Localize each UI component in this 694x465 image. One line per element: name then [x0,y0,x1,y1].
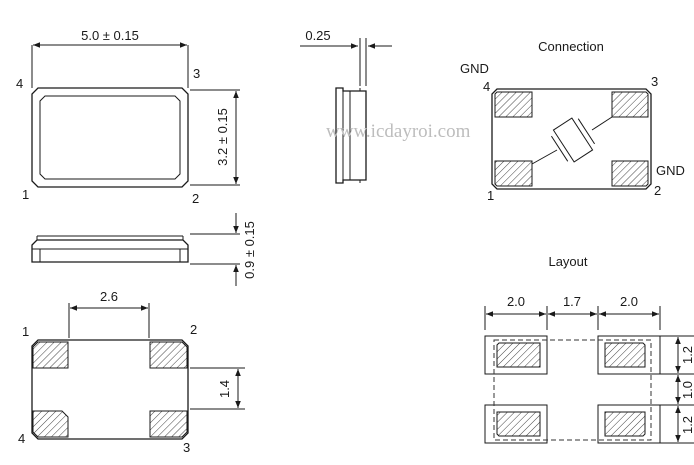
height-dimension-label: 0.9 ± 0.15 [242,221,257,279]
layout-dim-v-bot: 1.2 [680,416,694,434]
bottom-pad-2 [149,341,188,369]
bottom-pad-1 [32,341,69,369]
pad-pitch-x-label: 2.6 [100,289,118,304]
connection-title: Connection [538,39,604,54]
layout-dim-mid: 1.7 [563,294,581,309]
top-view: 5.0 ± 0.15 3.2 ± 0.15 4 3 1 2 [16,28,240,206]
package-lid-top [39,95,181,180]
bottom-pad-4 [32,410,69,438]
width-dimension-label: 3.2 ± 0.15 [215,108,230,166]
package-footprint-outline [493,339,652,441]
top-pin-2: 2 [192,191,199,206]
conn-pad-3 [611,91,649,118]
layout-dim-left: 2.0 [507,294,525,309]
conn-pin-2: 2 [654,183,661,198]
gnd-bottom-label: GND [656,163,685,178]
top-pin-1: 1 [22,187,29,202]
top-pin-4: 4 [16,76,23,91]
top-pin-3: 3 [193,66,200,81]
conn-pad-1 [494,160,533,187]
layout-dim-v-top: 1.2 [680,346,694,364]
bottom-pin-1: 1 [22,324,29,339]
length-dimension-label: 5.0 ± 0.15 [81,28,139,43]
conn-pin-1: 1 [487,188,494,203]
watermark-text: www.icdayroi.com [326,121,471,142]
connection-package-outline [491,88,652,190]
package-outline-top [31,87,189,188]
pad-pitch-y-label: 1.4 [217,380,232,398]
layout-dim-right: 2.0 [620,294,638,309]
bottom-pad-3 [149,410,188,438]
side-view-right: 0.25 [300,28,392,184]
conn-pin-3: 3 [651,74,658,89]
connection-diagram: Connection GND GND 4 3 1 2 [460,39,685,203]
conn-pad-4 [494,91,533,118]
conn-pad-2 [611,160,649,187]
pcb-layout: Layout 2.0 1.7 2.0 1.2 1.0 1.2 [484,254,694,444]
bottom-pin-2: 2 [190,322,197,337]
bottom-view: 2.6 1.4 1 2 4 3 [18,289,245,455]
package-outline-bottom [31,339,189,440]
lid-offset-label: 0.25 [305,28,330,43]
side-view-front: 0.9 ± 0.15 [31,213,257,286]
bottom-pin-4: 4 [18,431,25,446]
layout-dim-v-mid: 1.0 [680,381,694,399]
conn-pin-4: 4 [483,79,490,94]
gnd-top-label: GND [460,61,489,76]
layout-title: Layout [548,254,587,269]
crystal-symbol [550,117,596,163]
bottom-pin-3: 3 [183,440,190,455]
